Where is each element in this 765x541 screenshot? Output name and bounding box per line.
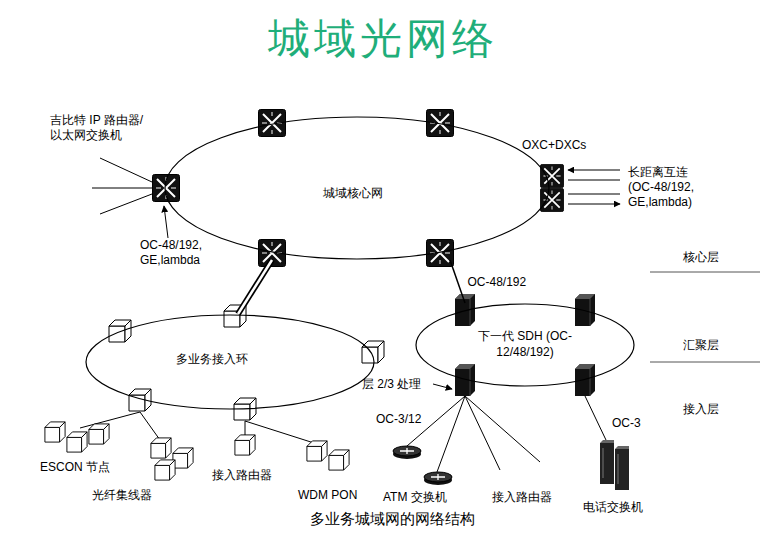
ring-node-icon (129, 389, 151, 411)
annotation: OC-48/192, GE,lambda (140, 238, 215, 268)
phone-switch-icon (600, 440, 614, 484)
ring-name: 下一代 SDH (OC-12/48/192) (470, 329, 580, 360)
link-line (238, 260, 272, 314)
access-line (407, 396, 540, 472)
sdh-node-icon (455, 294, 475, 326)
ring-ellipse (86, 315, 374, 409)
router-icon (153, 175, 180, 202)
link-line (450, 260, 465, 303)
router-icon (235, 435, 255, 455)
ring-ellipse (165, 117, 549, 259)
annotation: 接入路由器 (492, 490, 552, 505)
escon-icon (89, 424, 109, 444)
annotation: ATM 交换机 (383, 490, 447, 505)
ring-name: 多业务接入环 (176, 352, 248, 368)
sdh-node-icon (575, 294, 595, 326)
trunk-link (238, 260, 272, 314)
annotation: 电话交换机 (583, 500, 643, 515)
annotation: OC-3 (612, 416, 641, 431)
access-devices (45, 294, 629, 490)
phone-switch-icon (615, 446, 629, 490)
annotation: OC-3/12 (376, 412, 421, 427)
oxc-icon (540, 164, 563, 187)
ring-node-icon (362, 341, 384, 363)
access-line (585, 396, 606, 440)
ring-network: 城域核心网 (164, 116, 550, 260)
annotation: 接入层 (683, 402, 719, 417)
oxc-icon (540, 188, 563, 211)
sdh-node-icon (455, 364, 475, 396)
hub-icon (151, 438, 171, 458)
annotation: 接入路由器 (212, 468, 272, 483)
ring-network: 多业务接入环 (85, 314, 375, 410)
switch-icon (427, 240, 454, 267)
pon-icon (307, 441, 327, 461)
ring-ellipse (416, 304, 634, 386)
core-switches (153, 110, 564, 267)
annotation: 层 2/3 处理 (362, 377, 421, 392)
leader-arrow (433, 384, 452, 389)
annotation: 汇聚层 (683, 338, 719, 353)
atm-icon (393, 446, 421, 459)
leader-arrow (164, 206, 168, 238)
atm-icon (424, 472, 452, 485)
wires (80, 158, 760, 472)
escon-icon (67, 432, 87, 452)
link-line-inner (238, 260, 272, 314)
hub-icon (173, 448, 193, 468)
sdh-node-icon (575, 364, 595, 396)
switch-icon (427, 110, 454, 137)
ring-name: 城域核心网 (323, 186, 383, 202)
hub-icon (155, 460, 175, 480)
annotation: 吉比特 IP 路由器/以太网交换机 (50, 113, 150, 143)
escon-icon (45, 422, 65, 442)
annotation: 核心层 (683, 250, 719, 265)
annotation: 长距离互连 (OC-48/192, GE,lambda) (628, 165, 708, 210)
trunk-link (450, 260, 465, 303)
layer-divider (650, 272, 760, 362)
link-rate: OC-48/192 (466, 275, 529, 289)
annotation: ESCON 节点 (40, 460, 110, 475)
annotation: OXC+DXCs (522, 138, 586, 153)
ring-network: 下一代 SDH (OC-12/48/192) (415, 303, 635, 387)
annotation: 光纤集线器 (92, 488, 152, 503)
page-title: 城域光网络 (0, 14, 765, 64)
ring-node-icon (109, 320, 131, 342)
figure-caption: 多业务城域网的网络结构 (0, 510, 765, 528)
pon-icon (329, 450, 349, 470)
annotation: WDM PON (298, 488, 357, 503)
long-haul-arrow (568, 170, 620, 204)
input-line (92, 158, 152, 214)
